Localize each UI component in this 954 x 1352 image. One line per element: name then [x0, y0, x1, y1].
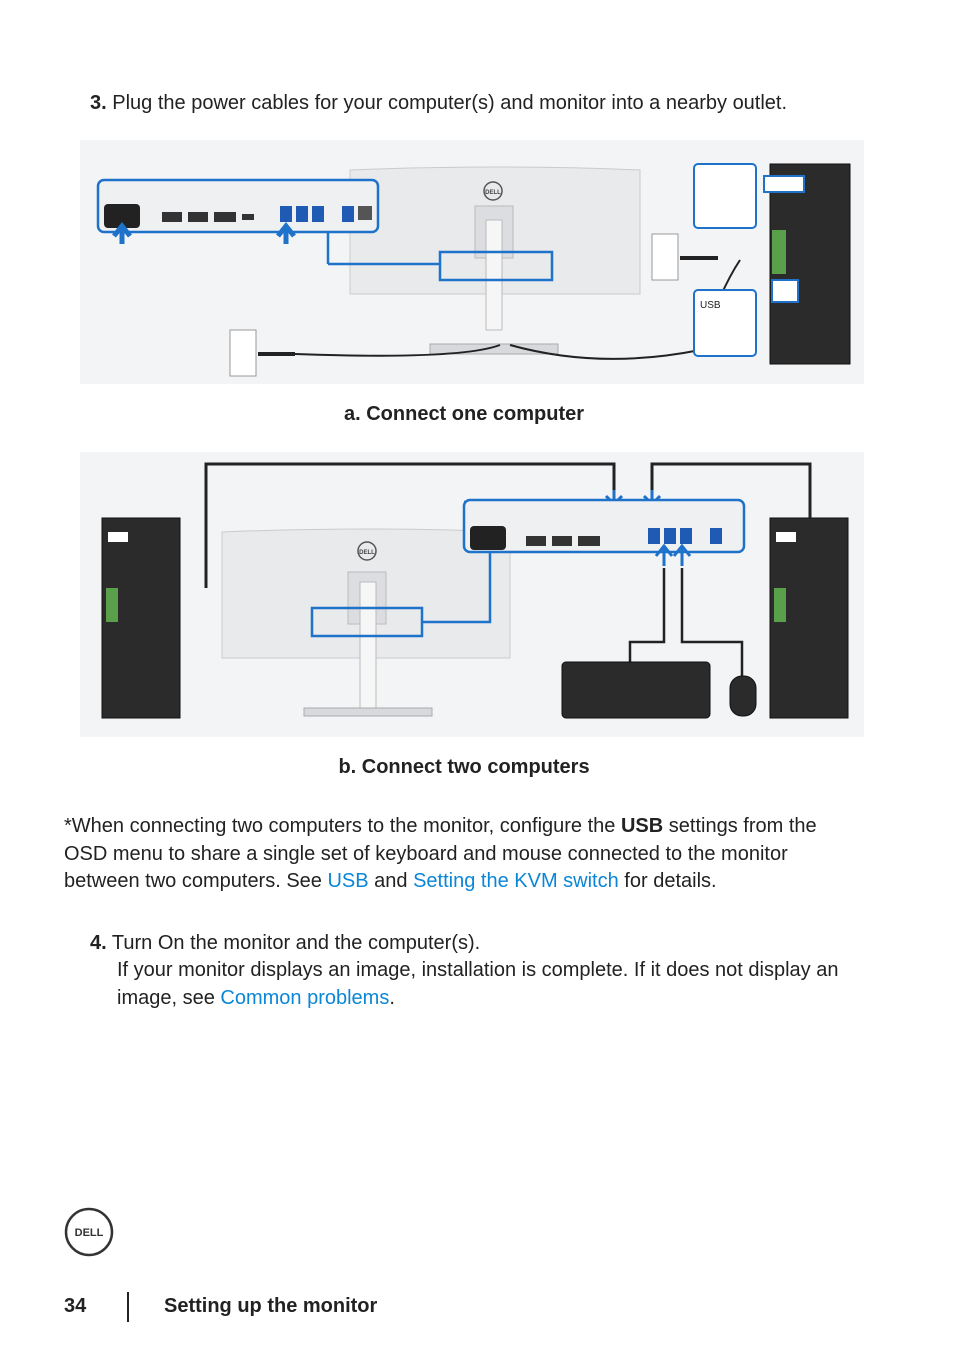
- step-4-line-1: Turn On the monitor and the computer(s).: [111, 932, 481, 954]
- step-3: 3. Plug the power cables for your comput…: [90, 89, 890, 117]
- step-text: Plug the power cables for your computer(…: [112, 92, 788, 114]
- caption-b: b. Connect two computers: [338, 756, 590, 778]
- section-title: Setting up the monitor: [164, 1295, 378, 1317]
- note-text-1: *When connecting two computers to the mo…: [64, 815, 621, 837]
- footer-divider: [127, 1292, 129, 1322]
- footer-logo-text: DELL: [75, 1227, 104, 1239]
- caption-a: a. Connect one computer: [343, 403, 585, 425]
- figure-connect-one-computer: DELL USB: [80, 140, 864, 384]
- kvm-switch-link[interactable]: Setting the KVM switch: [413, 870, 619, 892]
- dell-logo-icon: [483, 181, 503, 201]
- note-text-2: settings from the OSD menu to share a si…: [64, 815, 817, 892]
- note-bold-usb: USB: [620, 815, 664, 837]
- step-number: 4.: [90, 932, 107, 954]
- usb-note: *When connecting two computers to the mo…: [64, 813, 864, 896]
- step-4: 4. Turn On the monitor and the computer(…: [90, 929, 880, 957]
- note-text-3: and: [368, 870, 414, 892]
- step-4-detail: If your monitor displays an image, insta…: [117, 956, 877, 1012]
- page-number: 34: [64, 1295, 87, 1317]
- step-4-line-2-end: .: [389, 987, 395, 1009]
- dell-logo-icon: DELL: [64, 1207, 114, 1257]
- monitor-logo-text: DELL: [359, 550, 375, 556]
- common-problems-link[interactable]: Common problems: [220, 987, 390, 1009]
- dell-logo-icon: [357, 541, 377, 561]
- note-text-4: for details.: [618, 870, 717, 892]
- step-4-line-2: If your monitor displays an image, insta…: [117, 959, 839, 1009]
- monitor-logo-text: DELL: [485, 190, 501, 196]
- step-number: 3.: [90, 92, 107, 114]
- usb-link[interactable]: USB: [327, 870, 369, 892]
- usb-label: USB: [700, 300, 721, 311]
- figure-connect-two-computers: DELL: [80, 452, 864, 737]
